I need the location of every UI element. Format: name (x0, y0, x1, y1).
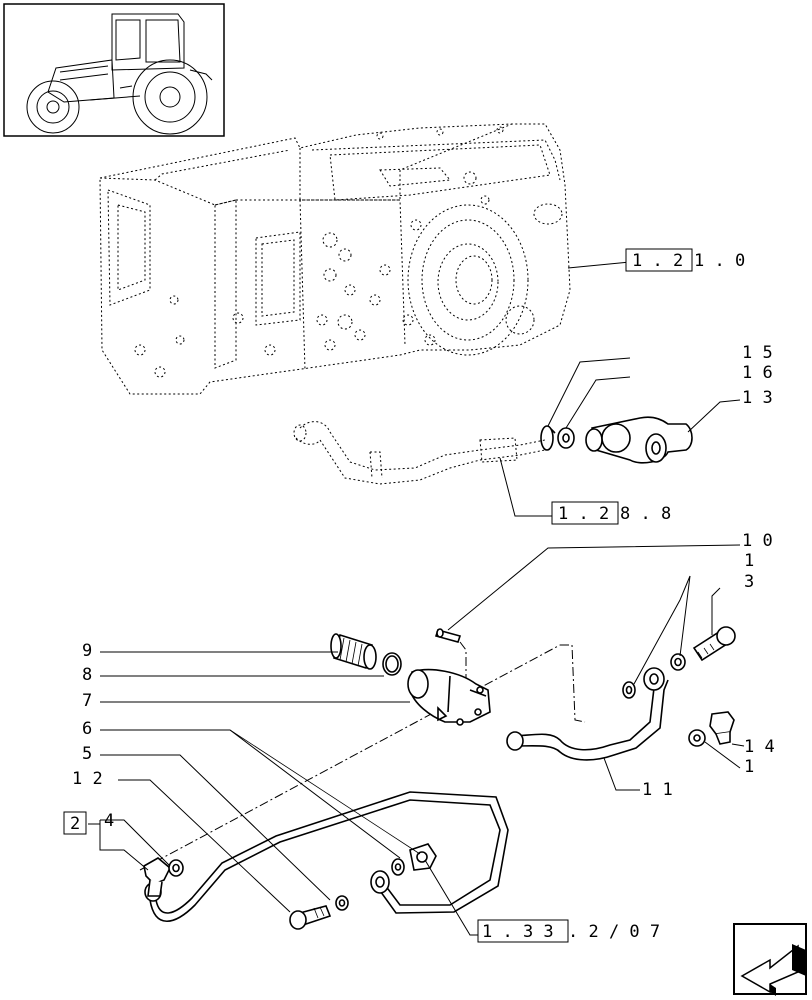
elbow-4[interactable] (143, 857, 171, 897)
valve-body-7[interactable] (407, 668, 491, 726)
ref-rest-8-8: 8 . 8 (620, 504, 671, 524)
label-15: 1 5 (742, 343, 773, 363)
pipe-12[interactable] (144, 791, 509, 922)
ref-boxed-1-2: 1 . 2 (632, 251, 683, 271)
washer-5[interactable] (335, 895, 349, 911)
o-ring-8[interactable] (382, 652, 402, 676)
next-page-button[interactable] (733, 923, 807, 996)
fitting-6[interactable] (409, 843, 437, 871)
ref-boxed-2: 2 (70, 814, 80, 834)
label-16: 1 6 (742, 363, 773, 383)
label-6: 6 (82, 719, 92, 739)
label-14: 1 4 (744, 737, 775, 757)
label-9: 9 (82, 641, 92, 661)
pipe-11[interactable] (506, 667, 669, 761)
label-12: 1 2 (72, 769, 103, 789)
label-13: 1 3 (742, 388, 773, 408)
dotted-pipe (293, 421, 546, 485)
tractor-icon (26, 13, 213, 135)
label-8: 8 (82, 665, 92, 685)
arrow-icon (740, 944, 806, 996)
label-3: 3 (744, 572, 754, 592)
bolt-3[interactable] (692, 626, 736, 662)
bolt-10[interactable] (434, 628, 462, 643)
label-10: 1 0 (742, 531, 773, 551)
ref-boxed-1-33: 1 . 3 3 (482, 922, 554, 942)
label-1a: 1 (744, 551, 754, 571)
washer-4[interactable] (168, 859, 184, 877)
ref-boxed-1-2b: 1 . 2 (558, 504, 609, 524)
tee-fitting-13[interactable] (585, 416, 693, 464)
transmission-housing (99, 123, 571, 395)
snap-ring-15[interactable] (540, 425, 556, 451)
washer-1-mid[interactable] (670, 653, 686, 671)
washer-16[interactable] (557, 427, 575, 449)
bolt-5[interactable] (289, 905, 332, 930)
ref-rest-1-0: 1 . 0 (694, 251, 745, 271)
label-1b: 1 (744, 757, 754, 777)
label-4: 4 (104, 811, 114, 831)
label-5: 5 (82, 744, 92, 764)
washer-1-upper[interactable] (622, 681, 636, 699)
washer-1-lower[interactable] (688, 729, 706, 747)
plug-14[interactable] (709, 711, 735, 745)
label-7: 7 (82, 691, 92, 711)
label-11: 1 1 (642, 780, 673, 800)
ref-rest-2-07: . 2 / 0 7 (568, 922, 660, 942)
washer-6-a[interactable] (391, 858, 405, 876)
tractor-thumbnail[interactable] (3, 3, 225, 137)
filter-9[interactable] (330, 633, 377, 670)
